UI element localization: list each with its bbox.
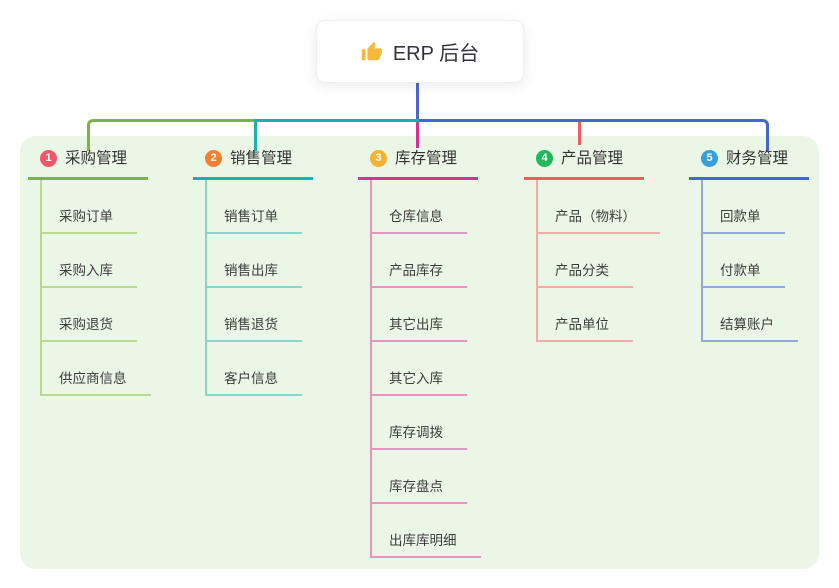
mindmap-node[interactable]: 其它入库 bbox=[372, 342, 467, 396]
mindmap-node[interactable]: 产品库存 bbox=[372, 234, 467, 288]
mindmap-node[interactable]: 产品分类 bbox=[538, 234, 633, 288]
branch-number-badge: 3 bbox=[370, 150, 387, 167]
branch-inventory-children: 仓库信息 产品库存 其它出库 其它入库 库存调拨 库存盘点 出库库明细 bbox=[370, 180, 481, 558]
mindmap-node[interactable]: 库存盘点 bbox=[372, 450, 467, 504]
branch-label-text: 产品管理 bbox=[561, 150, 624, 167]
mindmap-node[interactable]: 其它出库 bbox=[372, 288, 467, 342]
branch-number-badge: 2 bbox=[205, 150, 222, 167]
mindmap-node[interactable]: 采购退货 bbox=[42, 288, 137, 342]
mindmap-root-node[interactable]: ERP 后台 bbox=[316, 20, 524, 83]
branch-label-text: 采购管理 bbox=[65, 150, 128, 167]
branch-inventory-label[interactable]: 3 库存管理 bbox=[358, 148, 478, 180]
connector-drop-inventory bbox=[416, 122, 419, 148]
branch-label-text: 财务管理 bbox=[726, 150, 789, 167]
mindmap-node[interactable]: 产品单位 bbox=[538, 288, 633, 342]
branch-purchase-children: 采购订单 采购入库 采购退货 供应商信息 bbox=[40, 180, 151, 396]
mindmap-node[interactable]: 仓库信息 bbox=[372, 180, 467, 234]
connector-bus-green bbox=[87, 119, 257, 151]
branch-product-children: 产品（物料） 产品分类 产品单位 bbox=[536, 180, 660, 342]
mindmap-node[interactable]: 出库库明细 bbox=[372, 504, 481, 558]
mindmap-node[interactable]: 采购订单 bbox=[42, 180, 137, 234]
branch-product-label[interactable]: 4 产品管理 bbox=[524, 148, 644, 180]
root-title: ERP 后台 bbox=[392, 43, 480, 65]
branch-inventory: 3 库存管理 仓库信息 产品库存 其它出库 其它入库 库存调拨 库存盘点 出库库… bbox=[358, 148, 481, 558]
branch-number-badge: 5 bbox=[701, 150, 718, 167]
connector-bus-blue bbox=[419, 119, 769, 151]
mindmap-node[interactable]: 销售订单 bbox=[207, 180, 302, 234]
branch-sales-children: 销售订单 销售出库 销售退货 客户信息 bbox=[205, 180, 302, 396]
mindmap-node[interactable]: 库存调拨 bbox=[372, 396, 467, 450]
connector-root-vertical bbox=[416, 81, 419, 120]
branch-number-badge: 4 bbox=[536, 150, 553, 167]
mindmap-node[interactable]: 回款单 bbox=[703, 180, 785, 234]
branch-number-badge: 1 bbox=[40, 150, 57, 167]
branch-sales-label[interactable]: 2 销售管理 bbox=[193, 148, 313, 180]
branch-finance-label[interactable]: 5 财务管理 bbox=[689, 148, 809, 180]
mindmap-node[interactable]: 付款单 bbox=[703, 234, 785, 288]
connector-bus-teal bbox=[254, 119, 420, 151]
branch-sales: 2 销售管理 销售订单 销售出库 销售退货 客户信息 bbox=[193, 148, 313, 396]
branch-finance-children: 回款单 付款单 结算账户 bbox=[701, 180, 798, 342]
branch-product: 4 产品管理 产品（物料） 产品分类 产品单位 bbox=[524, 148, 660, 342]
branch-purchase: 1 采购管理 采购订单 采购入库 采购退货 供应商信息 bbox=[28, 148, 151, 396]
mindmap-node[interactable]: 产品（物料） bbox=[538, 180, 660, 234]
mindmap-panel-background bbox=[20, 136, 819, 569]
mindmap-node[interactable]: 结算账户 bbox=[703, 288, 798, 342]
mindmap-node[interactable]: 客户信息 bbox=[207, 342, 302, 396]
thumbs-up-icon bbox=[361, 41, 382, 60]
branch-label-text: 销售管理 bbox=[230, 150, 293, 167]
mindmap-node[interactable]: 销售退货 bbox=[207, 288, 302, 342]
connector-drop-product bbox=[578, 122, 581, 145]
branch-label-text: 库存管理 bbox=[395, 150, 458, 167]
branch-purchase-label[interactable]: 1 采购管理 bbox=[28, 148, 148, 180]
mindmap-node[interactable]: 供应商信息 bbox=[42, 342, 151, 396]
branch-finance: 5 财务管理 回款单 付款单 结算账户 bbox=[689, 148, 809, 342]
mindmap-node[interactable]: 销售出库 bbox=[207, 234, 302, 288]
mindmap-node[interactable]: 采购入库 bbox=[42, 234, 137, 288]
